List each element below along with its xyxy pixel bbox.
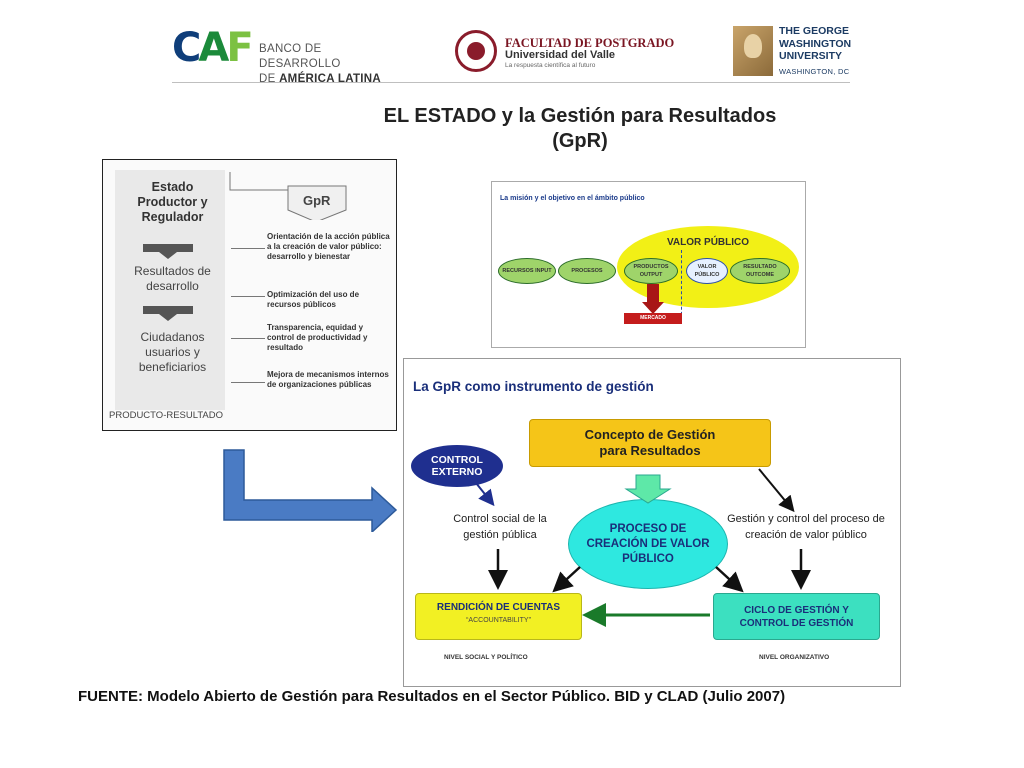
mercado-box: MERCADO: [624, 313, 682, 324]
title-line1: EL ESTADO y la Gestión para Resultados: [383, 105, 777, 127]
washington-portrait-icon: [733, 26, 773, 76]
estado-gpr-diagram: Estado Productor y Regulador Resultados …: [102, 159, 397, 431]
title-line2: (GpR): [552, 130, 608, 152]
node-procesos: PROCESOS: [558, 258, 616, 284]
fp-title: FACULTAD DE POSTGRADO: [505, 36, 675, 50]
down-arrow-icon: [143, 306, 193, 321]
caf-line2-prefix: DE: [259, 73, 280, 85]
gpr-item-3: Transparencia, equidad y control de prod…: [267, 323, 368, 352]
gwu-line3: UNIVERSITY: [779, 50, 843, 62]
gwu-line1: THE GEORGE: [779, 25, 850, 37]
caf-line1: BANCO DE DESARROLLO: [259, 43, 341, 70]
node-productos: PRODUCTOS OUTPUT: [624, 258, 678, 284]
ciclo-box: CICLO DE GESTIÓN Y CONTROL DE GESTIÓN: [713, 593, 880, 640]
gpr-diagram-title: La GpR como instrumento de gestión: [413, 379, 654, 394]
accountability-label: “ACCOUNTABILITY”: [466, 617, 531, 624]
fp-tagline: La respuesta científica al futuro: [505, 62, 596, 69]
ciclo-label: CICLO DE GESTIÓN Y CONTROL DE GESTIÓN: [739, 604, 854, 629]
gpr-label: GpR: [303, 193, 331, 208]
estado-column: [115, 170, 225, 410]
caf-line2-bold: AMÉRICA LATINA: [279, 73, 382, 85]
header-divider: [172, 82, 850, 83]
gwu-line2: WASHINGTON: [779, 37, 852, 50]
connector-line: [231, 382, 265, 383]
gpr-item-1: Orientación de la acción pública a la cr…: [267, 232, 390, 261]
rendicion-label: RENDICIÓN DE CUENTAS: [436, 602, 561, 613]
caf-logo-text: BANCO DE DESARROLLO DE AMÉRICA LATINA: [259, 42, 402, 87]
node-valor-publico: VALOR PÚBLICO: [686, 258, 728, 284]
gpr-connector-arrows: [475, 468, 811, 627]
gpr-bracket: [229, 172, 347, 220]
node-resultado: RESULTADO OUTCOME: [730, 258, 790, 284]
gestion-control-text: Gestión y control del proceso de creació…: [727, 513, 885, 541]
gpr-item-2: Optimización del uso de recursos público…: [267, 290, 360, 309]
nivel-organizativo-label: NIVEL ORGANIZATIVO: [759, 654, 830, 661]
estado-label: Estado Productor y Regulador: [137, 180, 208, 224]
proceso-label: PROCESO DE CREACIÓN DE VALOR PÚBLICO: [586, 522, 710, 565]
caf-logo: CAF BANCO DE DESARROLLO DE AMÉRICA LATIN…: [172, 25, 402, 85]
resultados-label: Resultados de desarrollo: [134, 264, 211, 293]
gwu-logo: THE GEORGE WASHINGTON UNIVERSITY WASHING…: [733, 24, 853, 78]
control-externo-label: CONTROL EXTERNO: [431, 454, 483, 478]
gwu-name: THE GEORGE WASHINGTON UNIVERSITY: [779, 25, 851, 63]
gpr-item-4: Mejora de mecanismos internos de organiz…: [267, 370, 389, 389]
nivel-social-label: NIVEL SOCIAL Y POLÍTICO: [444, 654, 528, 661]
control-externo-ellipse: CONTROL EXTERNO: [411, 445, 503, 487]
valor-publico-label: VALOR PÚBLICO: [667, 237, 750, 248]
concepto-box: Concepto de Gestión para Resultados: [529, 419, 771, 467]
rendicion-box: RENDICIÓN DE CUENTAS “ACCOUNTABILITY”: [415, 593, 582, 640]
mision-title: La misión y el objetivo en el ámbito púb…: [500, 195, 645, 202]
producto-resultado-label: PRODUCTO-RESULTADO: [109, 410, 224, 421]
control-social-text: Control social de la gestión pública: [453, 513, 547, 541]
mision-diagram: La misión y el objetivo en el ámbito púb…: [491, 181, 806, 348]
connector-line: [231, 338, 265, 339]
facultad-postgrado-logo: FACULTAD DE POSTGRADO Universidad del Va…: [455, 28, 680, 76]
connector-line: [231, 248, 265, 249]
node-recursos: RECURSOS INPUT: [498, 258, 556, 284]
dashed-divider: [681, 250, 682, 320]
down-arrow-icon: [143, 244, 193, 259]
red-down-arrow-icon: [642, 284, 664, 314]
gpr-instrumento-diagram: La GpR como instrumento de gestión Conce…: [403, 358, 901, 687]
university-seal-icon: [455, 30, 497, 72]
source-citation: FUENTE: Modelo Abierto de Gestión para R…: [78, 688, 786, 705]
connector-line: [231, 296, 265, 297]
gwu-city: WASHINGTON, DC: [779, 67, 850, 76]
ciudadanos-label: Ciudadanos usuarios y beneficiarios: [138, 330, 207, 374]
slide-title: EL ESTADO y la Gestión para Resultados (…: [330, 104, 830, 154]
concepto-label: Concepto de Gestión para Resultados: [584, 427, 716, 458]
caf-logo-mark: CAF: [172, 25, 254, 71]
fp-subtitle: Universidad del Valle: [505, 49, 616, 61]
blue-elbow-arrow-icon: [223, 449, 398, 532]
